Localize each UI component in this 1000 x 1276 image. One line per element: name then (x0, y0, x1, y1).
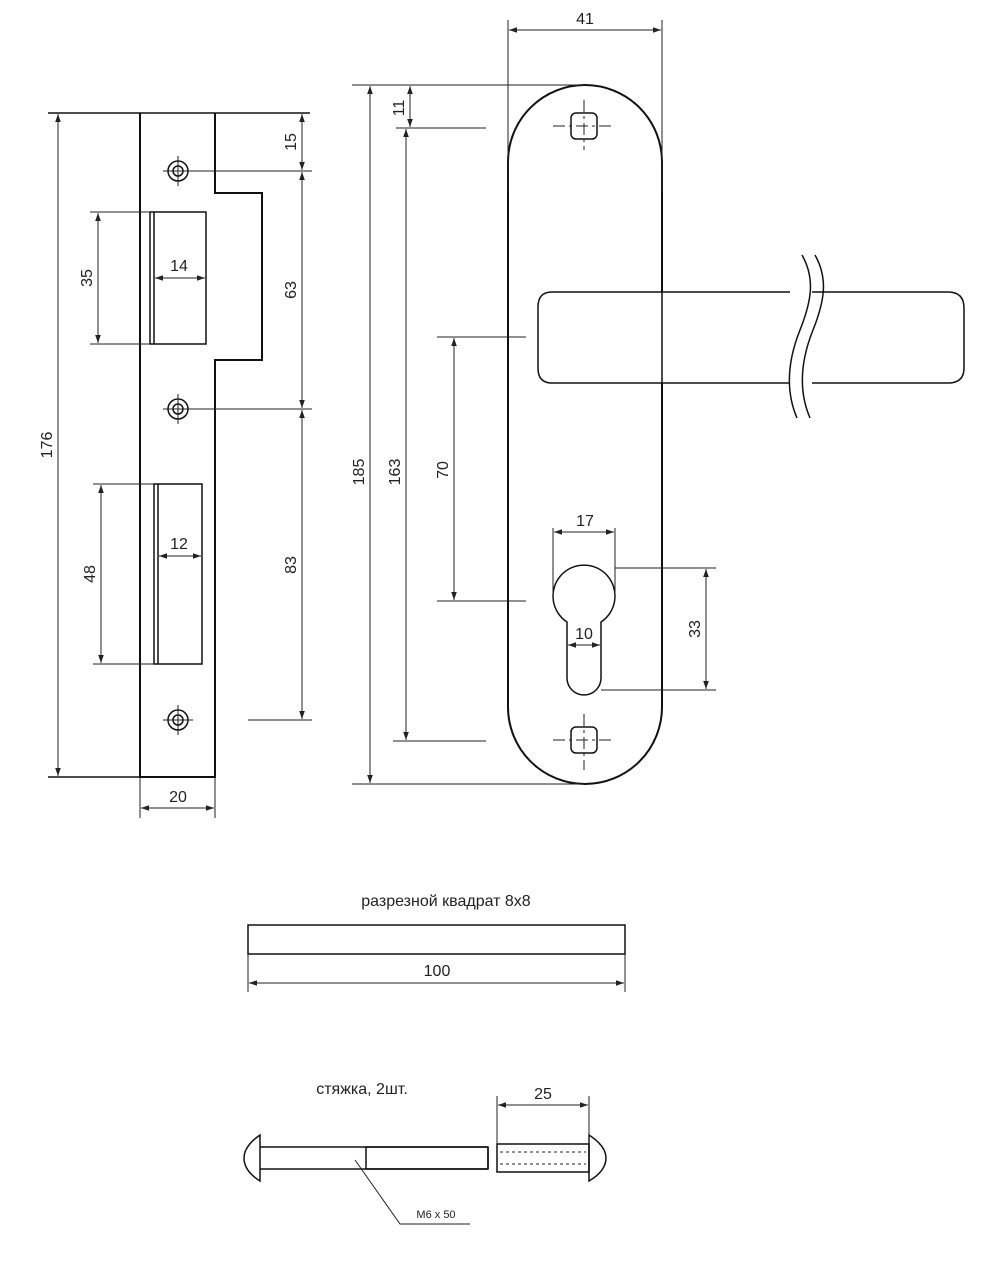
dim-handle-screw-spacing: 163 (387, 459, 404, 486)
strike-upper-window (149, 211, 207, 345)
spindle: разрезной квадрат 8х8 100 (247, 893, 626, 992)
handle-break-line (788, 254, 812, 419)
dim-strike-upper-spacing: 63 (283, 281, 300, 299)
handle-screw-hole-bottom (553, 714, 615, 770)
dim-handle-top-to-screw: 11 (391, 100, 408, 117)
strike-lower-window (153, 483, 203, 665)
dim-sleeve-length: 25 (534, 1086, 552, 1103)
spindle-caption: разрезной квадрат 8х8 (361, 893, 531, 910)
screw-head (243, 1133, 261, 1183)
dim-cylinder-slot-width: 10 (575, 626, 593, 643)
spindle-bar (247, 924, 626, 955)
handle-lever (537, 291, 965, 384)
handle-plate-outline (507, 84, 663, 785)
dim-handle-height: 185 (351, 459, 368, 486)
dim-strike-width: 20 (169, 789, 187, 806)
dim-strike-height: 176 (39, 432, 56, 459)
screw-label: М6 х 50 (416, 1209, 455, 1221)
dim-handle-width: 41 (576, 11, 594, 28)
screw-thread (365, 1146, 489, 1170)
dim-cylinder-height: 33 (687, 620, 704, 638)
strike-screw-hole-bottom (163, 705, 193, 735)
strike-plate: 176 15 63 83 35 14 48 12 20 (39, 112, 312, 818)
sleeve-head (588, 1133, 607, 1183)
dim-strike-upper-window-height: 35 (79, 269, 96, 287)
dim-handle-to-cylinder: 70 (435, 461, 452, 479)
dim-spindle-length: 100 (424, 963, 451, 980)
screw-set: стяжка, 2шт. 25 М6 х 50 (243, 1081, 607, 1225)
dim-strike-lower-spacing: 83 (283, 556, 300, 574)
screws-caption: стяжка, 2шт. (316, 1081, 408, 1098)
screw-sleeve (496, 1143, 590, 1173)
dim-strike-lower-window-width: 12 (170, 536, 188, 553)
handle-plate: 41 185 11 163 70 17 10 33 (351, 11, 965, 785)
handle-screw-hole-top (553, 100, 615, 150)
dim-strike-lower-window-height: 48 (82, 565, 99, 583)
dim-strike-upper-window-width: 14 (170, 258, 188, 275)
screw-leader-line (354, 1159, 470, 1225)
dim-cylinder-width: 17 (576, 513, 594, 530)
dim-strike-top-offset: 15 (283, 133, 300, 151)
